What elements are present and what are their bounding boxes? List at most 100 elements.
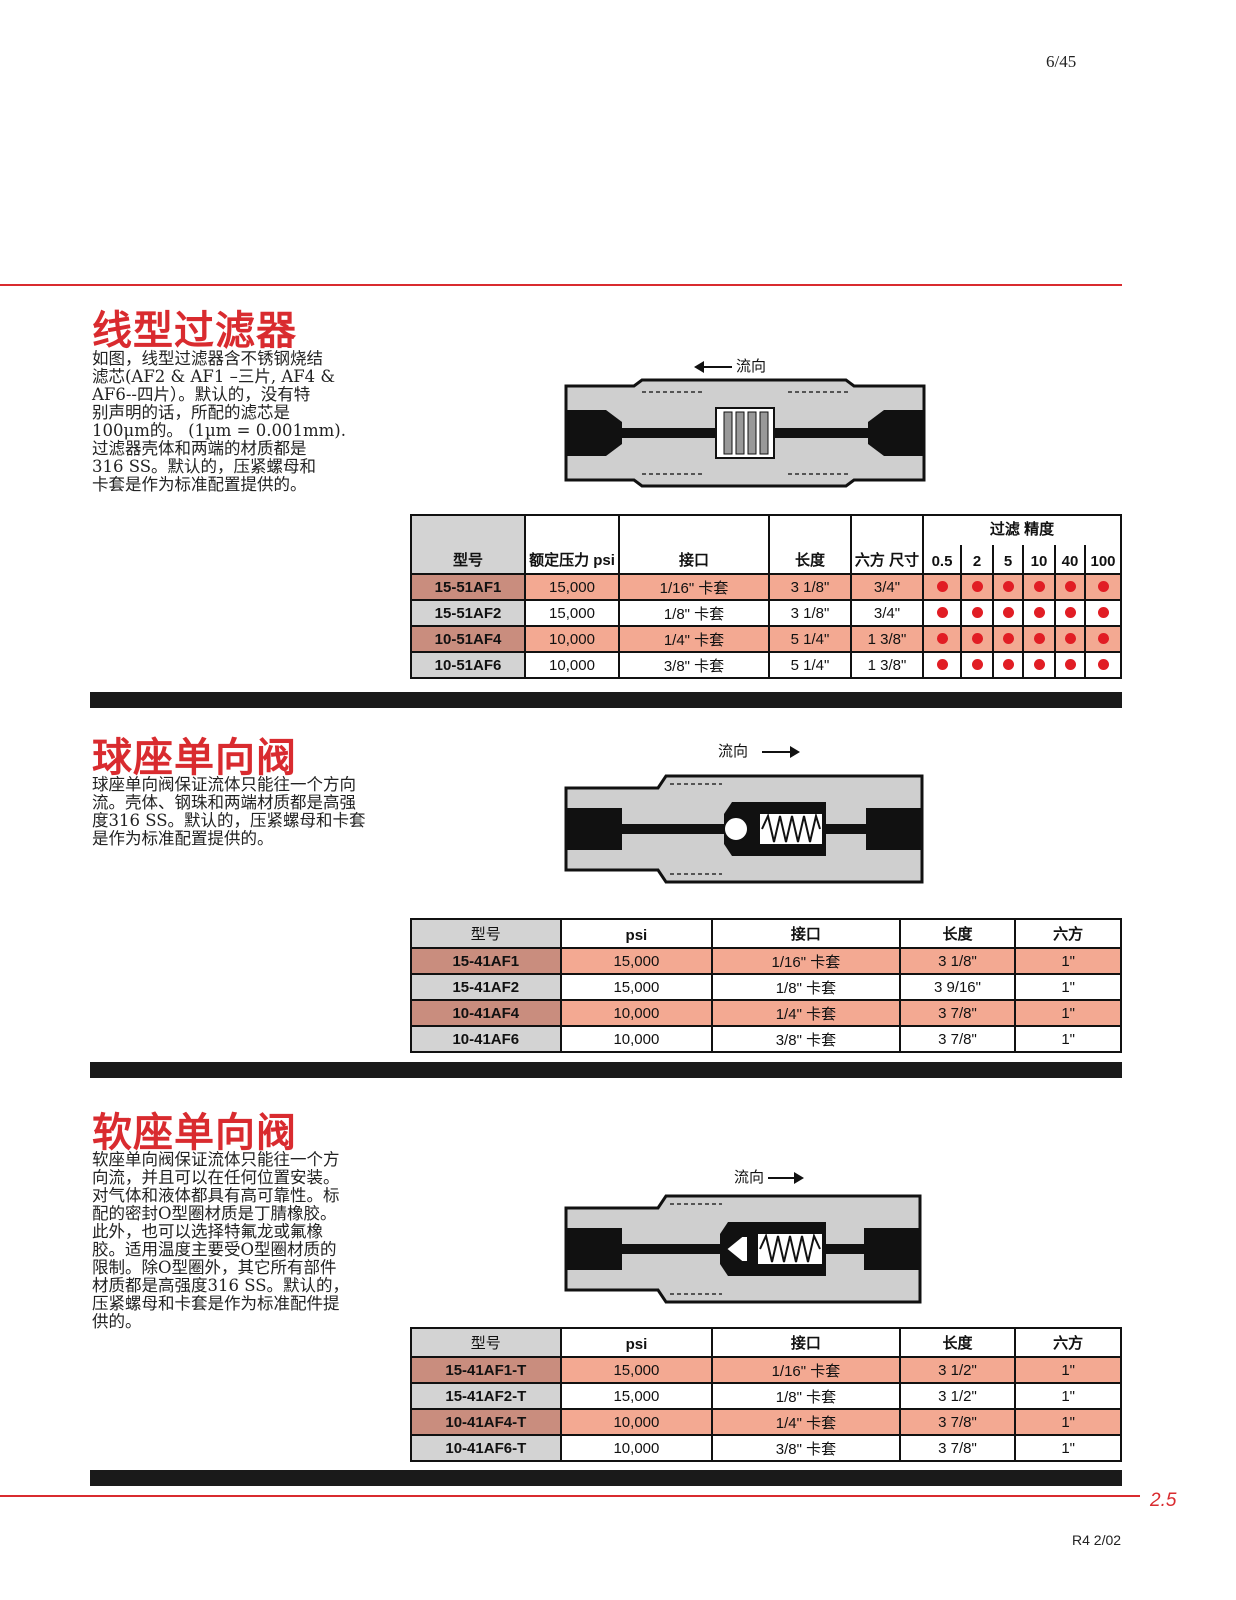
grade-header: 100 (1084, 544, 1122, 575)
port-cell: 1/4" 卡套 (618, 625, 770, 653)
model-cell: 10-51AF6 (410, 651, 526, 679)
col-header-hex: 六方 (1014, 1327, 1122, 1358)
port-cell: 1/16" 卡套 (711, 947, 901, 975)
hex-cell: 1" (1014, 947, 1122, 975)
grade-dot-cell (922, 651, 962, 679)
grade-dot-cell (1022, 599, 1056, 627)
col-header-hex: 六方 (1014, 918, 1122, 949)
length-cell: 5 1/4" (768, 651, 852, 679)
ball-check-valve-diagram (564, 774, 924, 884)
length-cell: 3 1/2" (898, 1382, 1017, 1410)
length-cell: 3 7/8" (898, 1408, 1017, 1436)
model-cell: 15-51AF2 (410, 599, 526, 627)
grade-dot-cell (960, 625, 994, 653)
psi-cell: 10,000 (559, 1025, 714, 1053)
grade-dot-cell (922, 599, 962, 627)
length-cell: 3 1/2" (898, 1356, 1017, 1384)
col-header-port: 接口 (711, 1327, 901, 1358)
arrow-right-icon (768, 1171, 805, 1184)
top-red-rule (0, 284, 1122, 286)
col-header-length: 长度 (898, 918, 1017, 949)
available-dot-icon (971, 580, 983, 592)
available-dot-icon (1064, 606, 1076, 618)
section-divider-bar (90, 1470, 1122, 1486)
table-row: 15-41AF1 15,000 1/16" 卡套 3 1/8" 1" (410, 947, 1122, 975)
section-number: 2.5 (1150, 1490, 1177, 1511)
col-header-port: 接口 (711, 918, 901, 949)
available-dot-icon (936, 580, 948, 592)
length-cell: 3 7/8" (898, 999, 1017, 1027)
page-number: 6/45 (1046, 52, 1077, 71)
section-description-ball-check-valve: 球座单向阀保证流体只能往一个方向 流。壳体、钢珠和两端材质都是高强 度316 S… (92, 775, 366, 848)
available-dot-icon (1097, 606, 1109, 618)
flow-direction-label: 流向 (718, 740, 801, 761)
col-header-model: 型号 (410, 918, 562, 949)
port-cell: 3/8" 卡套 (618, 651, 770, 679)
table-row: 15-41AF2 15,000 1/8" 卡套 3 9/16" 1" (410, 973, 1122, 1001)
grade-dot-cell (1084, 625, 1122, 653)
psi-cell: 15,000 (524, 573, 620, 601)
available-dot-icon (936, 658, 948, 670)
psi-cell: 15,000 (559, 947, 714, 975)
model-cell: 15-41AF1-T (410, 1356, 562, 1384)
model-cell: 10-51AF4 (410, 625, 526, 653)
grade-header: 10 (1022, 544, 1056, 575)
psi-cell: 10,000 (524, 625, 620, 653)
ball-check-valve-spec-table: 型号 psi 接口 长度 六方 15-41AF1 15,000 1/16" 卡套… (410, 918, 1122, 1053)
psi-cell: 10,000 (524, 651, 620, 679)
available-dot-icon (1064, 658, 1076, 670)
table-row: 10-41AF4 10,000 1/4" 卡套 3 7/8" 1" (410, 999, 1122, 1027)
table-row: 15-51AF1 15,000 1/16" 卡套 3 1/8" 3/4" (410, 573, 1122, 601)
model-cell: 10-41AF6 (410, 1025, 562, 1053)
psi-cell: 10,000 (559, 1408, 714, 1436)
available-dot-icon (1033, 580, 1045, 592)
hex-cell: 1" (1014, 1356, 1122, 1384)
length-cell: 3 1/8" (768, 573, 852, 601)
grade-header: 5 (992, 544, 1024, 575)
flow-direction-label: 流向 (734, 1166, 805, 1187)
available-dot-icon (1002, 632, 1014, 644)
model-cell: 10-41AF4 (410, 999, 562, 1027)
grade-dot-cell (992, 625, 1024, 653)
model-cell: 15-51AF1 (410, 573, 526, 601)
available-dot-icon (1064, 632, 1076, 644)
port-cell: 1/16" 卡套 (711, 1356, 901, 1384)
grade-dot-cell (1054, 651, 1086, 679)
section-divider-bar (90, 692, 1122, 708)
hex-cell: 1" (1014, 1382, 1122, 1410)
length-cell: 3 7/8" (898, 1434, 1017, 1462)
available-dot-icon (971, 658, 983, 670)
grade-dot-cell (1084, 573, 1122, 601)
table-row: 10-41AF4-T 10,000 1/4" 卡套 3 7/8" 1" (410, 1408, 1122, 1436)
port-cell: 3/8" 卡套 (711, 1025, 901, 1053)
table-row: 15-41AF1-T 15,000 1/16" 卡套 3 1/2" 1" (410, 1356, 1122, 1384)
table-row: 10-51AF4 10,000 1/4" 卡套 5 1/4" 1 3/8" (410, 625, 1122, 653)
section-title-ball-check-valve: 球座单向阀 (92, 734, 297, 781)
length-cell: 3 9/16" (898, 973, 1017, 1001)
grade-dot-cell (992, 573, 1024, 601)
length-cell: 3 1/8" (768, 599, 852, 627)
available-dot-icon (1033, 632, 1045, 644)
psi-cell: 10,000 (559, 999, 714, 1027)
arrow-right-icon (762, 745, 801, 758)
col-header-psi: psi (559, 1327, 714, 1358)
table-row: 10-51AF6 10,000 3/8" 卡套 5 1/4" 1 3/8" (410, 651, 1122, 679)
available-dot-icon (1033, 658, 1045, 670)
hex-cell: 3/4" (850, 573, 924, 601)
psi-cell: 15,000 (559, 1382, 714, 1410)
hex-cell: 1" (1014, 1408, 1122, 1436)
grade-dot-cell (1022, 625, 1056, 653)
hex-cell: 1 3/8" (850, 651, 924, 679)
available-dot-icon (1002, 658, 1014, 670)
grade-dot-cell (992, 651, 1024, 679)
port-cell: 1/16" 卡套 (618, 573, 770, 601)
grade-dot-cell (1022, 573, 1056, 601)
available-dot-icon (1033, 606, 1045, 618)
col-header-filter-grade: 过滤 精度 (922, 514, 1122, 545)
col-header-model: 型号 (410, 1327, 562, 1358)
length-cell: 5 1/4" (768, 625, 852, 653)
grade-dot-cell (1054, 625, 1086, 653)
available-dot-icon (1064, 580, 1076, 592)
available-dot-icon (1097, 632, 1109, 644)
grade-dot-cell (1054, 573, 1086, 601)
